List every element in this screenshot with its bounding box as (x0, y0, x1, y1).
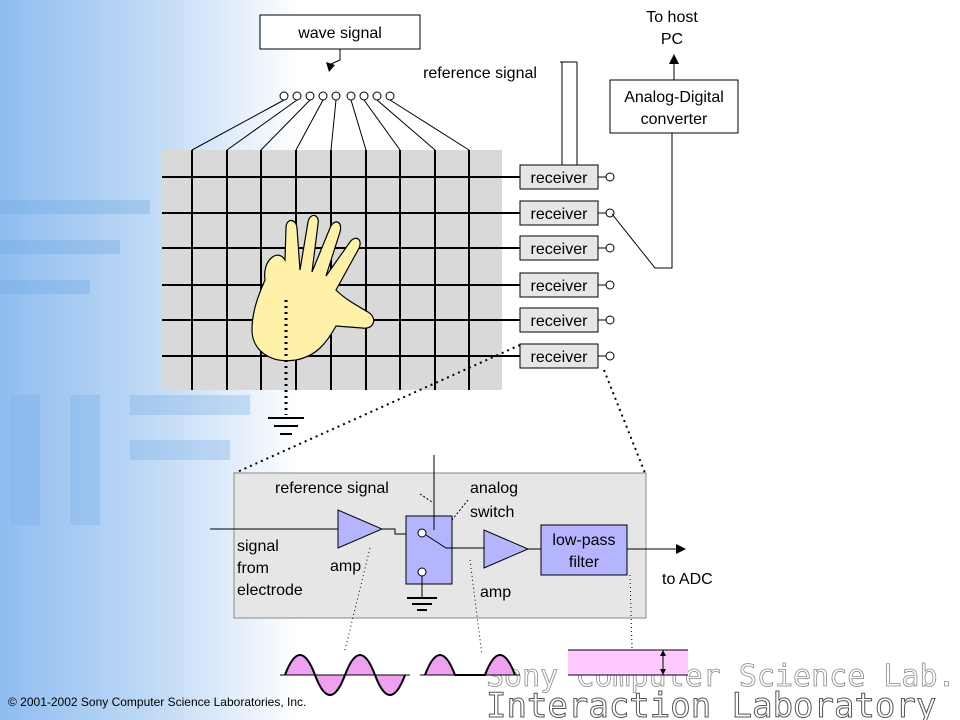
receiver-box-5 (519, 307, 599, 333)
signal-label: signal (237, 538, 279, 555)
filter-label: filter (569, 554, 600, 571)
amp-2-label: amp (480, 584, 511, 601)
from-label: from (237, 560, 269, 577)
receiver-label-1: receiver (531, 170, 589, 187)
analog-switch (405, 515, 453, 585)
receiver-terminal-1 (605, 172, 615, 182)
receiver-box-6 (519, 343, 599, 369)
adc-label-2: converter (641, 111, 708, 128)
waveform-sine (280, 654, 410, 696)
to-host-label-1: To host (646, 9, 698, 26)
receiver-terminal-5 (605, 315, 615, 325)
to-host-arrow (669, 54, 679, 64)
amp-1-label: amp (330, 558, 361, 575)
receiver-label-3: receiver (531, 241, 589, 258)
to-adc-label: to ADC (662, 571, 713, 588)
reference-signal-top-label: reference signal (423, 65, 537, 82)
receiver-column: receiver receiver receiver receiver receiver… (519, 164, 615, 369)
receiver-box-1 (519, 164, 599, 190)
hand-shape (251, 214, 375, 362)
transmitter-terminals (191, 91, 470, 151)
receiver-label-5: receiver (531, 313, 589, 330)
adc-label-1: Analog-Digital (624, 89, 724, 106)
receiver-terminal-4 (605, 280, 615, 290)
to-host-label-2: PC (661, 31, 683, 48)
copyright-text: © 2001-2002 Sony Computer Science Labora… (8, 695, 306, 709)
receiver-terminal-3 (605, 243, 615, 253)
receiver-label-2: receiver (531, 206, 589, 223)
analog-label: analog (470, 480, 518, 497)
to-adc-arrow (676, 544, 686, 554)
receiver-box-2 (519, 200, 599, 226)
wave-signal-label: wave signal (297, 25, 382, 42)
receiver-label-6: receiver (531, 349, 589, 366)
switch-label: switch (470, 504, 514, 521)
receiver-terminal-2 (605, 208, 615, 218)
receiver-terminal-6 (605, 351, 615, 361)
receiver-label-4: receiver (531, 278, 589, 295)
background-decoration (0, 200, 250, 525)
reference-signal-detail-label: reference signal (275, 480, 389, 497)
amp-1 (337, 509, 384, 549)
hand-ground-symbol (268, 417, 304, 435)
brand-line-2: Interaction Laboratory (486, 686, 936, 720)
waveform-rectified (420, 654, 520, 676)
reference-signal-wire (560, 61, 563, 170)
adc-box (609, 79, 739, 134)
amp-2 (483, 529, 530, 569)
receiver-box-4 (519, 272, 599, 298)
brand-line-1: Sony Computer Science Lab. Inc. (486, 659, 960, 694)
low-pass-label: low-pass (552, 532, 615, 549)
electrode-label: electrode (237, 582, 303, 599)
receiver-select-wire (611, 132, 673, 269)
switch-ground-symbol (407, 597, 437, 611)
low-pass-filter (540, 524, 628, 576)
waveform-dc-level (568, 649, 688, 676)
